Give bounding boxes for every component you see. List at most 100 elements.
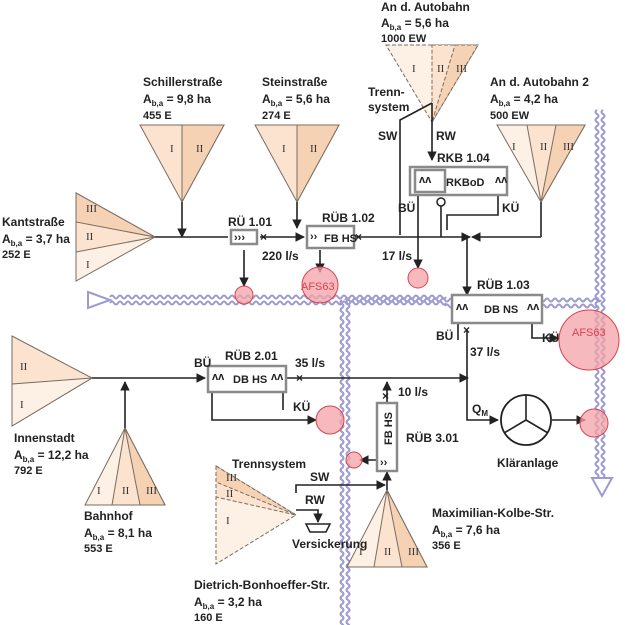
zone-label: III [86, 203, 97, 215]
overflow-chevron-icon: ʌʌ [212, 371, 225, 383]
overflow-chevron-icon: ›› [310, 231, 318, 243]
basin-label: FB HS [383, 412, 395, 445]
afs-label: AFS63 [301, 281, 335, 293]
structure-name: RÜB 3.01 [406, 430, 459, 445]
catchment-name: Steinstraße [262, 75, 328, 89]
zone-label: III [456, 63, 467, 75]
throttle-flow: 10 l/s [398, 385, 428, 399]
catchment-population: 274 E [262, 110, 291, 122]
rw-label: RW [436, 129, 456, 143]
afs-label: AFS63 [572, 327, 606, 339]
zone-label: II [540, 141, 548, 153]
zone-label: I [512, 141, 516, 153]
structure-name: RKB 1.04 [437, 151, 490, 165]
sewer-line [211, 388, 317, 425]
zone-label: II [310, 143, 318, 155]
overflow-chevron-icon: ʌʌ [271, 371, 284, 383]
qm-label: QM [472, 402, 488, 418]
zone-label: III [563, 141, 574, 153]
overflow-chevron-icon: ʌʌ [456, 301, 469, 313]
river-main-horizontal [109, 294, 447, 300]
structure-rub-2-01[interactable]: ʌʌ DB HS ʌʌ RÜB 2.01 BÜ KÜ × 35 l/s [194, 348, 325, 414]
discharge-marker [407, 267, 429, 289]
zone-label: II [384, 546, 392, 558]
river-left-vertical [339, 299, 345, 625]
discharge-marker [579, 408, 609, 438]
catchment-name: An d. Autobahn 2 [490, 75, 589, 89]
sw-label: SW [310, 470, 330, 484]
structure-name: RÜB 1.03 [477, 277, 530, 292]
sewer-line [296, 509, 323, 523]
sewer-line [446, 186, 499, 230]
structure-rub-1-03[interactable]: ʌʌ DB NS ʌʌ RÜB 1.03 BÜ KÜ × 37 l/s [436, 277, 559, 359]
zone-label: III [408, 546, 419, 558]
catchment-steinstrasse: I II Steinstraße Ab,a = 5,6 ha 274 E [254, 75, 340, 204]
bypass-label: BÜ [194, 355, 211, 370]
catchment-population: 252 E [2, 249, 31, 261]
discharge-marker [315, 405, 345, 435]
zone-label: III [226, 472, 237, 484]
sw-label: SW [378, 129, 398, 143]
throttle-cross-icon: × [355, 230, 362, 244]
zone-label: II [86, 231, 94, 243]
catchment-schillerstrasse: I II Schillerstraße Ab,a = 9,8 ha 455 E [139, 75, 225, 204]
zone-label: I [97, 485, 101, 497]
zone-label: I [226, 515, 230, 527]
separation-system-labels: Trenn- system SW RW Trennsystem SW RW Ve… [232, 85, 456, 551]
catchment-name: Dietrich-Bonhoeffer-Str. [194, 578, 330, 592]
sewer-lines [92, 102, 586, 523]
zone-label: II [437, 63, 445, 75]
catchment-area: Ab,a = 5,6 ha [262, 92, 330, 108]
overflow-chevron-icon: ʌʌ [495, 174, 508, 186]
catchment-name: Kantstraße [2, 215, 65, 229]
catchment-area: Ab,a = 3,7 ha [2, 232, 70, 248]
discharge-marker-afs [558, 309, 620, 371]
treatment-plant[interactable]: Kläranlage QM [472, 394, 559, 470]
discharge-marker-afs [301, 266, 339, 304]
structure-ru-1-01[interactable]: ››› RÜ 1.01 220 l/s × [228, 214, 299, 263]
sewer-line [295, 480, 386, 493]
catchment-population: 1000 EW [381, 33, 427, 45]
basin-label: DB NS [484, 304, 518, 316]
trennsystem-label: Trennsystem [232, 457, 306, 471]
basin-label: DB HS [233, 374, 267, 386]
catchment-maximilian-kolbe: I II III Maximilian-Kolbe-Str. Ab,a = 7,… [346, 488, 554, 568]
catchment-autobahn: I II III An d. Autobahn Ab,a = 5,6 ha 10… [381, 0, 479, 124]
catchment-population: 500 EW [490, 110, 530, 122]
overflow-chevron-icon: ʌʌ [527, 301, 540, 313]
zone-label: I [170, 143, 174, 155]
catchment-kantstrasse: III II I Kantstraße Ab,a = 3,7 ha 252 E [2, 192, 157, 282]
catchment-population: 356 E [432, 540, 461, 552]
catchment-population: 553 E [84, 543, 113, 555]
bypass-label: BÜ [436, 328, 453, 343]
catchment-area: Ab,a = 7,6 ha [432, 523, 500, 539]
catchment-area: Ab,a = 3,2 ha [194, 595, 262, 611]
overflow-label: KÜ [502, 200, 519, 215]
catchment-name: An d. Autobahn [381, 0, 470, 14]
zone-label: III [146, 485, 157, 497]
trennsystem-label: Trenn- [368, 85, 405, 99]
structure-name: RÜ 1.01 [228, 214, 272, 229]
structure-rkb-1-04[interactable]: ʌʌ RKBoD ʌʌ RKB 1.04 BÜ KÜ [398, 151, 519, 215]
catchment-area: Ab,a = 5,6 ha [381, 16, 449, 32]
discharge-marker [234, 285, 254, 305]
catchment-name: Schillerstraße [143, 75, 223, 89]
bypass-label: BÜ [398, 200, 415, 215]
throttle-cross-icon: × [260, 230, 267, 244]
throttle-cross-icon: × [296, 371, 303, 385]
catchment-autobahn-2: I II III An d. Autobahn 2 Ab,a = 4,2 ha … [490, 75, 589, 204]
river-outflow-arrow-icon [590, 477, 614, 499]
rw-label: RW [305, 493, 325, 507]
zone-label: II [20, 361, 28, 373]
catchment-population: 455 E [143, 110, 172, 122]
throttle-flow: 35 l/s [295, 356, 325, 370]
catchment-innenstadt: II I Innenstadt Ab,a = 12,2 ha 792 E [11, 335, 94, 477]
structure-name: RÜB 1.02 [322, 210, 375, 225]
plant-label: Kläranlage [497, 456, 559, 470]
structure-rub-3-01[interactable]: ›› FB HS RÜB 3.01 × 10 l/s [375, 385, 459, 473]
catchment-name: Maximilian-Kolbe-Str. [432, 506, 554, 520]
structure-rub-1-02[interactable]: ›› FB HS RÜB 1.02 × 17 l/s [305, 210, 412, 263]
versickerung-label: Versickerung [292, 537, 367, 551]
throttle-flow: 17 l/s [382, 249, 412, 263]
